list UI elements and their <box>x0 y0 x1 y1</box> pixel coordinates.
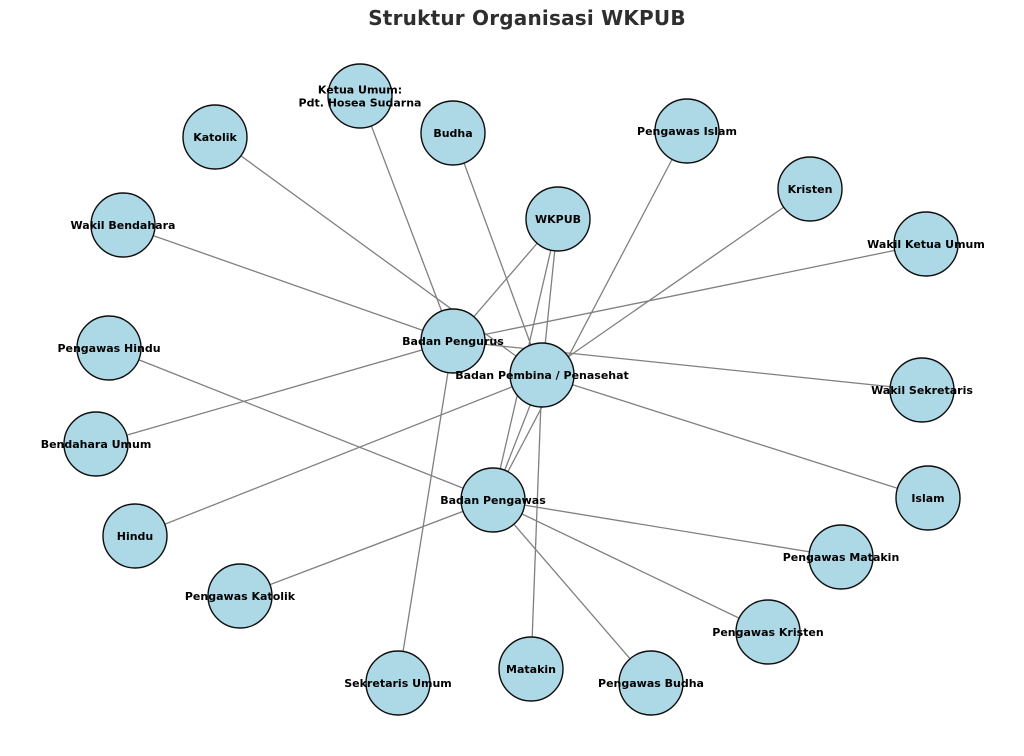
node-label-pengawas_katolik: Pengawas Katolik <box>185 590 296 603</box>
edge-badan_pengawas--pengawas_hindu <box>108 347 494 501</box>
node-layer <box>63 63 961 716</box>
node-badan_pengawas <box>460 467 526 533</box>
edge-badan_pembina--budha <box>452 132 543 376</box>
chart-title: Struktur Organisasi WKPUB <box>368 6 686 30</box>
edge-badan_pengurus--sekretaris_umum <box>397 340 454 684</box>
edge-badan_pengurus--wakil_ketua_umum <box>452 243 927 342</box>
edge-badan_pengurus--bendahara_umum <box>95 340 454 445</box>
node-label-pengawas_matakin: Pengawas Matakin <box>783 551 900 564</box>
node-label-katolik: Katolik <box>193 131 237 144</box>
edge-badan_pembina--matakin <box>530 374 543 670</box>
edge-layer <box>95 95 929 684</box>
node-pengawas_hindu <box>76 315 142 381</box>
node-badan_pengurus <box>420 308 486 374</box>
node-label-pengawas_islam: Pengawas Islam <box>637 125 737 138</box>
edge-badan_pengurus--ketua_umum <box>359 95 454 342</box>
node-label-wakil_ketua_umum: Wakil Ketua Umum <box>867 238 985 251</box>
node-label-islam: Islam <box>911 492 944 505</box>
node-wakil_sekretaris <box>889 357 955 423</box>
node-sekretaris_umum <box>365 650 431 716</box>
edge-badan_pengawas--pengawas_kristen <box>492 499 769 633</box>
node-label-wakil_sekretaris: Wakil Sekretaris <box>871 384 973 397</box>
node-bendahara_umum <box>63 411 129 477</box>
node-label-wkpub: WKPUB <box>535 213 581 226</box>
node-badan_pembina <box>509 342 575 408</box>
node-pengawas_islam <box>654 98 720 164</box>
node-label-badan_pengawas: Badan Pengawas <box>440 494 546 507</box>
node-pengawas_budha <box>618 650 684 716</box>
edge-badan_pengawas--pengawas_matakin <box>492 499 842 558</box>
node-katolik <box>182 104 248 170</box>
node-label-ketua_umum: Ketua Umum:Pdt. Hosea Sudarna <box>299 84 422 110</box>
edge-badan_pengawas--pengawas_islam <box>492 130 688 501</box>
node-label-matakin: Matakin <box>506 663 556 676</box>
node-label-sekretaris_umum: Sekretaris Umum <box>344 677 452 690</box>
node-budha <box>420 100 486 166</box>
node-label-kristen: Kristen <box>788 183 833 196</box>
node-pengawas_matakin <box>808 524 874 590</box>
edge-badan_pembina--islam <box>541 374 929 499</box>
node-islam <box>895 465 961 531</box>
edge-badan_pembina--katolik <box>214 136 543 376</box>
node-label-bendahara_umum: Bendahara Umum <box>41 438 152 451</box>
node-label-badan_pembina: Badan Pembina / Penasehat <box>455 369 629 382</box>
node-wakil_ketua_umum <box>893 211 959 277</box>
node-matakin <box>498 636 564 702</box>
node-label-pengawas_budha: Pengawas Budha <box>598 677 704 690</box>
node-hindu <box>102 503 168 569</box>
node-pengawas_katolik <box>207 563 273 629</box>
node-kristen <box>777 156 843 222</box>
node-label-pengawas_hindu: Pengawas Hindu <box>57 342 160 355</box>
node-label-hindu: Hindu <box>117 530 154 543</box>
node-wakil_bendahara <box>90 192 156 258</box>
edge-badan_pembina--kristen <box>541 188 811 376</box>
node-ketua_umum <box>327 63 393 129</box>
node-label-budha: Budha <box>433 127 472 140</box>
edge-badan_pengawas--pengawas_budha <box>492 499 652 684</box>
node-label-badan_pengurus: Badan Pengurus <box>402 335 504 348</box>
node-label-wakil_bendahara: Wakil Bendahara <box>71 219 176 232</box>
node-wkpub <box>525 186 591 252</box>
edge-badan_pembina--hindu <box>134 374 543 537</box>
edge-badan_pengurus--wakil_bendahara <box>122 224 454 342</box>
node-label-pengawas_kristen: Pengawas Kristen <box>712 626 823 639</box>
edge-badan_pengawas--pengawas_katolik <box>239 499 494 597</box>
node-pengawas_kristen <box>735 599 801 665</box>
